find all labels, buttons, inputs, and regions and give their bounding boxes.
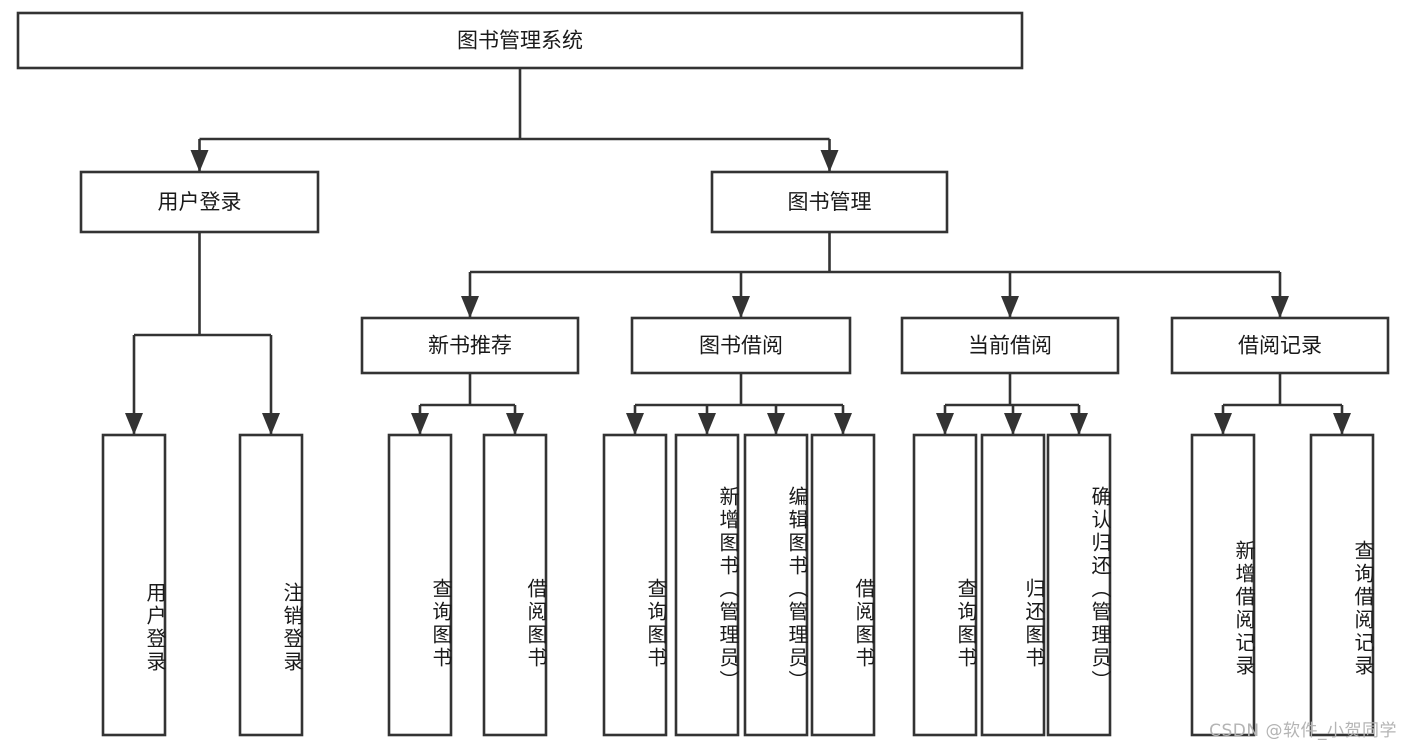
arrow-to-leaf-query-book-3 <box>936 413 954 435</box>
connector-layer <box>125 68 1351 435</box>
node-box-leaf-query-book-1[interactable] <box>387 433 453 737</box>
node-box-user-login[interactable] <box>79 170 320 234</box>
arrow-to-new-book-recommend <box>461 296 479 318</box>
node-label-borrow-record: 借阅记录 <box>1238 334 1322 358</box>
node-box-leaf-confirm-return[interactable] <box>1046 433 1112 737</box>
arrow-to-leaf-return-book <box>1004 413 1022 435</box>
node-box-leaf-edit-book[interactable] <box>743 433 809 737</box>
arrow-to-leaf-query-book-1 <box>411 413 429 435</box>
csdn-watermark: CSDN @软件_小贺同学 <box>1209 721 1397 741</box>
node-box-book-borrow[interactable] <box>630 316 852 375</box>
arrow-to-leaf-edit-book <box>767 413 785 435</box>
node-box-leaf-return-book[interactable] <box>980 433 1046 737</box>
arrow-to-leaf-query-borrow-record <box>1333 413 1351 435</box>
arrow-to-leaf-confirm-return <box>1070 413 1088 435</box>
node-box-root[interactable] <box>16 11 1024 70</box>
node-label-current-borrow: 当前借阅 <box>968 334 1052 358</box>
node-label-root: 图书管理系统 <box>457 29 583 53</box>
node-box-leaf-add-borrow-record[interactable] <box>1190 433 1256 737</box>
node-box-leaf-add-book[interactable] <box>674 433 740 737</box>
node-label-book-borrow: 图书借阅 <box>699 334 783 358</box>
arrow-to-leaf-borrow-book-2 <box>834 413 852 435</box>
arrow-to-book-borrow <box>732 296 750 318</box>
arrow-to-leaf-borrow-book-1 <box>506 413 524 435</box>
node-box-new-book-recommend[interactable] <box>360 316 580 375</box>
node-box-leaf-query-book-2[interactable] <box>602 433 668 737</box>
node-box-borrow-record[interactable] <box>1170 316 1390 375</box>
arrow-to-leaf-user-login <box>125 413 143 435</box>
node-box-leaf-borrow-book-1[interactable] <box>482 433 548 737</box>
node-box-current-borrow[interactable] <box>900 316 1120 375</box>
arrow-to-leaf-query-book-2 <box>626 413 644 435</box>
arrow-to-borrow-record <box>1271 296 1289 318</box>
node-label-user-login: 用户登录 <box>158 190 242 214</box>
node-box-leaf-query-borrow-record[interactable] <box>1309 433 1375 737</box>
arrow-to-user-login <box>190 150 209 172</box>
node-label-book-manage: 图书管理 <box>788 190 872 214</box>
arrow-to-leaf-add-book <box>698 413 716 435</box>
node-box-leaf-logout[interactable] <box>238 433 304 737</box>
node-label-new-book-recommend: 新书推荐 <box>428 334 512 358</box>
node-box-layer <box>16 11 1390 737</box>
arrow-to-leaf-logout <box>262 413 280 435</box>
node-box-leaf-query-book-3[interactable] <box>912 433 978 737</box>
node-box-leaf-borrow-book-2[interactable] <box>810 433 876 737</box>
arrow-to-leaf-add-borrow-record <box>1214 413 1232 435</box>
node-box-leaf-user-login[interactable] <box>101 433 167 737</box>
arrow-to-book-manage <box>820 150 839 172</box>
node-box-book-manage[interactable] <box>710 170 949 234</box>
arrow-to-current-borrow <box>1001 296 1019 318</box>
